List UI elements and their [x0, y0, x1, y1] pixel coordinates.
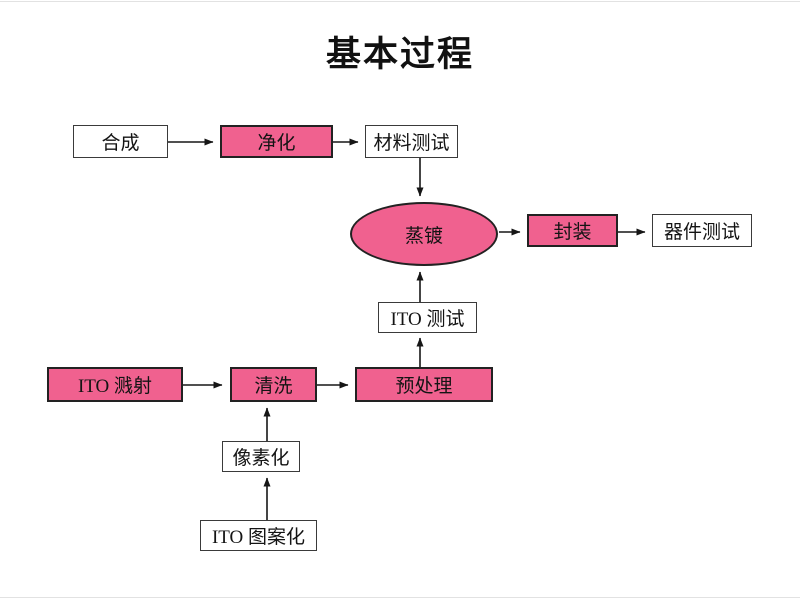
node-pixelation-label: 像素化: [232, 448, 290, 469]
node-pixelation: 像素化: [222, 441, 300, 472]
node-ito-patterning: ITO 图案化: [200, 520, 317, 551]
node-ito-sputtering-label: ITO 溅射: [77, 376, 153, 397]
node-ito-test-label: ITO 测试: [390, 309, 465, 330]
slide-title: 基本过程: [325, 35, 474, 74]
node-material-test-label: 材料测试: [373, 133, 450, 154]
node-device-test-label: 器件测试: [663, 222, 740, 243]
node-synthesis: 合成: [73, 125, 168, 158]
node-ito-sputtering: ITO 溅射: [47, 367, 183, 402]
node-pretreatment: 预处理: [355, 367, 493, 402]
node-synthesis-label: 合成: [101, 133, 140, 154]
node-pretreatment-label: 预处理: [395, 376, 453, 397]
node-ito-test: ITO 测试: [378, 302, 477, 333]
node-cleaning: 清洗: [230, 367, 317, 402]
slide-edge-top: [0, 1, 800, 2]
node-evaporation-ellipse: 蒸镀: [350, 202, 498, 266]
node-evaporation-label: 蒸镀: [404, 225, 443, 247]
node-cleaning-label: 清洗: [254, 376, 293, 397]
node-device-test: 器件测试: [652, 214, 752, 247]
node-material-test: 材料测试: [365, 125, 458, 158]
slide-edge-bottom: [0, 597, 800, 598]
node-purification: 净化: [220, 125, 333, 158]
node-encapsulation: 封装: [527, 214, 618, 247]
node-ito-patterning-label: ITO 图案化: [211, 527, 306, 548]
node-purification-label: 净化: [257, 133, 296, 154]
node-encapsulation-label: 封装: [553, 222, 592, 243]
